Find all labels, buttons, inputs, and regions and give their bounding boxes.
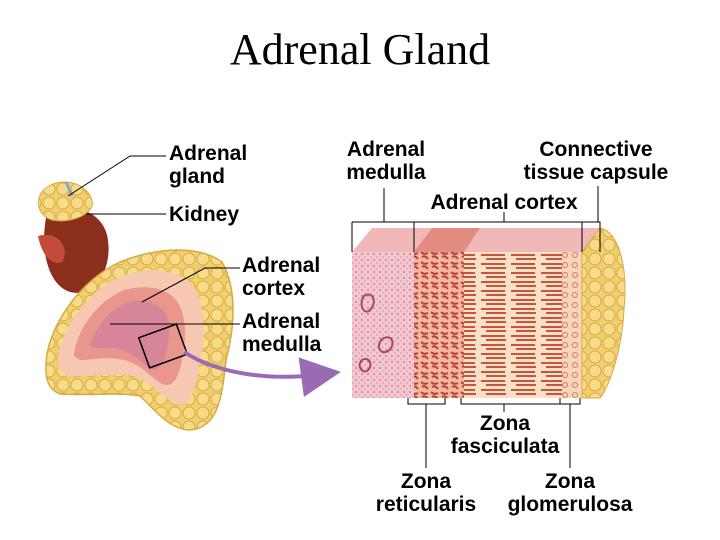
label-adrenal-gland-line2: gland (169, 165, 225, 188)
label-adrenal-medulla-top: Adrenal medulla (336, 138, 436, 184)
label-adrenal-medulla-top-line1: Adrenal (346, 138, 426, 161)
label-zona-reticularis: Zona reticularis (366, 470, 486, 516)
label-adrenal-medulla-left-line2: medulla (242, 333, 322, 356)
label-connective-capsule-line1: Connective (539, 138, 653, 161)
tissue-block (352, 227, 626, 399)
label-adrenal-cortex-left: Adrenal cortex (242, 254, 320, 300)
label-connective-tissue-capsule: Connective tissue capsule (506, 138, 686, 184)
label-adrenal-cortex-left-line2: cortex (242, 277, 306, 300)
label-zona-glomerulosa: Zona glomerulosa (500, 470, 640, 516)
label-adrenal-cortex-top: Adrenal cortex (430, 191, 578, 214)
adrenal-cross-section (45, 249, 234, 431)
label-adrenal-cortex-left-line1: Adrenal (242, 254, 321, 277)
label-adrenal-gland-line1: Adrenal (169, 142, 248, 165)
label-adrenal-medulla-top-line2: medulla (346, 161, 426, 184)
label-kidney: Kidney (169, 203, 240, 226)
kidney-illustration (38, 181, 109, 293)
label-zona-reticularis-line2: reticularis (375, 493, 477, 516)
label-adrenal-gland: Adrenal gland (169, 142, 247, 188)
label-zona-reticularis-line1: Zona (400, 470, 452, 493)
label-adrenal-medulla-left: Adrenal medulla (242, 310, 321, 356)
label-zona-fasciculata-line1: Zona (479, 412, 531, 435)
label-zona-fasciculata: Zona fasciculata (440, 412, 570, 458)
label-zona-fasciculata-line2: fasciculata (450, 435, 560, 458)
slide-title: Adrenal Gland (229, 25, 491, 74)
label-zona-glomerulosa-line2: glomerulosa (507, 493, 633, 516)
label-zona-glomerulosa-line1: Zona (544, 470, 596, 493)
leader-lines (67, 155, 601, 468)
label-connective-capsule-line2: tissue capsule (523, 161, 669, 184)
label-adrenal-medulla-left-line1: Adrenal (242, 310, 321, 333)
